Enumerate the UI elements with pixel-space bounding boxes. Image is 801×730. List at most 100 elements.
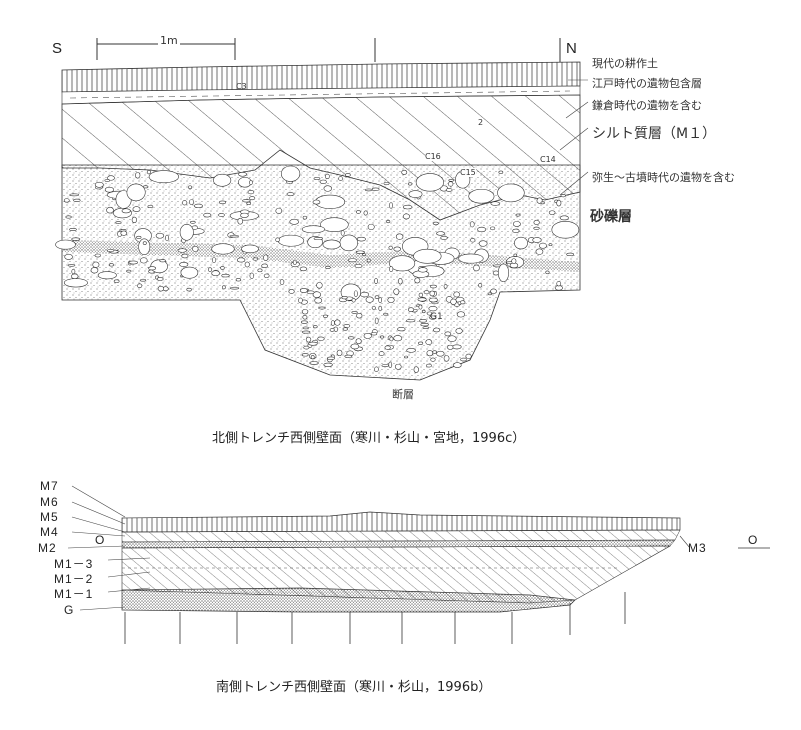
pebble	[450, 298, 457, 305]
pebble	[211, 257, 217, 263]
pebble	[257, 268, 263, 273]
pebble	[389, 266, 394, 272]
pebble	[292, 260, 297, 265]
pebble	[263, 254, 269, 261]
pebble	[355, 338, 362, 345]
pebble	[300, 320, 308, 324]
sample-mark: C14	[540, 155, 556, 164]
pebble	[378, 351, 385, 356]
pebble	[115, 221, 122, 224]
pebble	[366, 258, 371, 263]
pebble	[407, 182, 413, 186]
pebble	[309, 361, 319, 365]
pebble	[468, 188, 495, 204]
pebble	[317, 336, 325, 341]
pebble	[236, 257, 246, 263]
pebble	[341, 296, 348, 300]
pebble	[302, 314, 308, 320]
south-direction-label: S	[52, 40, 63, 57]
pebble	[325, 265, 331, 269]
pebble	[514, 236, 528, 250]
pebble	[156, 277, 164, 281]
pebble	[71, 268, 76, 275]
layer-label-g: G	[64, 603, 75, 617]
pebble	[351, 298, 356, 303]
pebble	[242, 199, 251, 203]
pebble	[413, 248, 442, 264]
pebble	[235, 278, 242, 282]
pebble	[64, 253, 73, 260]
pebble	[423, 290, 430, 295]
fault-label: 断層	[392, 388, 414, 401]
pebble	[473, 264, 480, 272]
pebble	[71, 273, 79, 279]
pebble	[229, 234, 239, 238]
pebble	[261, 263, 268, 269]
pebble	[323, 362, 333, 367]
pebble	[137, 283, 143, 289]
pebble	[343, 323, 351, 328]
pebble	[240, 212, 249, 218]
layer-label-m2: M2	[38, 541, 57, 555]
pebble	[329, 328, 335, 332]
pebble	[394, 363, 402, 370]
pebble	[229, 286, 240, 290]
pebble	[355, 250, 365, 254]
pebble	[421, 309, 426, 314]
pebble	[322, 314, 328, 318]
pebble	[436, 231, 446, 236]
layer-m7	[121, 511, 681, 533]
pebble	[128, 260, 139, 265]
pebble	[418, 292, 423, 298]
pebble	[477, 226, 487, 233]
pebble	[237, 217, 244, 225]
layer-label-plow-soil: 現代の耕作土	[592, 57, 658, 70]
pebble	[465, 353, 472, 359]
pebble	[90, 267, 99, 274]
pebble	[406, 348, 416, 353]
pebble	[301, 330, 311, 334]
pebble	[280, 165, 301, 182]
pebble	[288, 289, 295, 294]
pebble	[106, 206, 114, 214]
layer-label-m4: M4	[40, 525, 59, 539]
pebble	[193, 203, 203, 209]
pebble	[63, 278, 88, 288]
pebble	[126, 269, 132, 273]
pebble	[325, 173, 330, 180]
pebble	[351, 311, 358, 314]
pebble	[425, 363, 432, 368]
pebble	[533, 219, 540, 225]
pebble	[511, 258, 517, 265]
pebble	[147, 204, 154, 208]
pebble	[211, 243, 235, 255]
pebble	[208, 267, 213, 272]
pebble	[275, 237, 280, 242]
pebble	[334, 319, 341, 326]
pebble	[69, 193, 80, 197]
pebble	[426, 311, 433, 316]
pebble	[279, 279, 285, 285]
pebble	[478, 283, 483, 288]
pebble	[308, 341, 318, 346]
pebble	[136, 235, 142, 239]
pebble	[418, 341, 424, 346]
layer-gravel-g	[121, 587, 576, 613]
pebble	[221, 273, 230, 278]
sample-mark: C16	[425, 152, 441, 161]
pebble	[430, 284, 437, 289]
pebble	[303, 345, 310, 350]
pebble	[374, 295, 380, 299]
layer-label-m1-1: M1－1	[54, 587, 94, 601]
pebble	[364, 188, 373, 192]
pebble	[415, 173, 445, 192]
pebble	[490, 288, 497, 294]
pebble	[313, 237, 323, 241]
pebble	[428, 297, 438, 303]
pebble	[383, 312, 389, 316]
pebble	[387, 297, 395, 303]
pebble	[381, 364, 389, 368]
pebble	[330, 320, 335, 326]
pebble	[94, 181, 104, 188]
